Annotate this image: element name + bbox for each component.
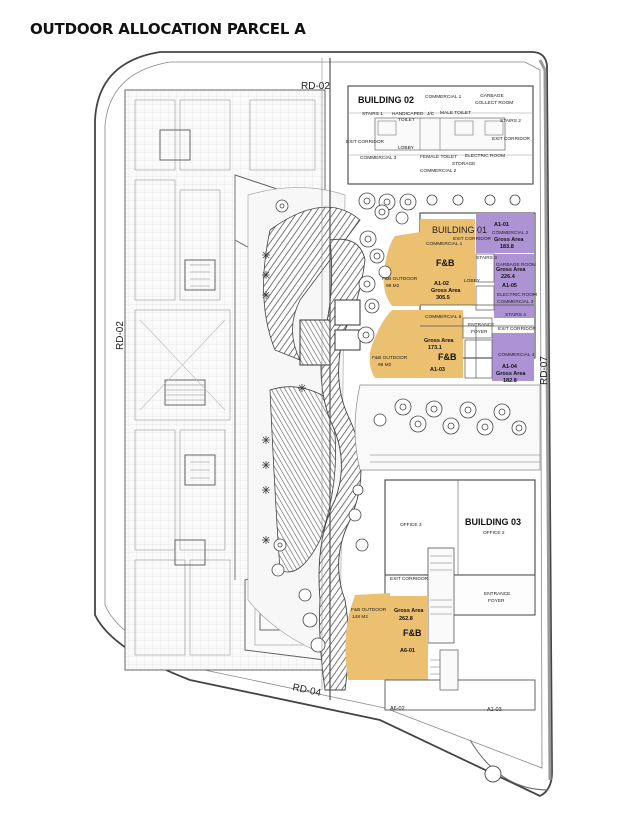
a102-area-label: Gross Area — [431, 288, 461, 294]
fnb-outdoor-a102 — [383, 232, 420, 306]
a104-area-label: Gross Area — [496, 371, 526, 377]
b01-stairs-3: STAIRS 3 — [476, 255, 497, 261]
b02-handicaped: HANDICAPED — [392, 111, 424, 117]
b01-foyer: FOYER — [471, 329, 488, 335]
a104-area: 182.8 — [503, 378, 517, 384]
b02-male-toilet: MALE TOILET — [440, 110, 471, 116]
label-group-a102: F&B A1-02 Gross Area 305.5 F&B OUTDOOR 9… — [382, 258, 461, 301]
b01-stairs-4: STAIRS 4 — [505, 312, 526, 318]
b02-exit-corridor-left: EXIT CORRIDOR — [346, 139, 385, 145]
a601-area-label: Gross Area — [394, 608, 424, 614]
b02-commercial-2: COMMERCIAL 2 — [420, 168, 457, 174]
b02-stairs-1: STAIRS 1 — [362, 111, 383, 117]
b01-entrance: ENTRANCE — [468, 322, 494, 328]
building-03-name: BUILDING 03 — [465, 517, 521, 527]
a102-use: F&B — [436, 258, 455, 268]
building-02 — [347, 85, 534, 211]
a601-outdoor-area: 148 M2 — [352, 614, 368, 620]
a102-outdoor: F&B OUTDOOR — [382, 276, 418, 282]
drive-court — [354, 384, 541, 471]
b02-lobby: LOBBY — [398, 145, 415, 151]
b03-foyer: FOYER — [488, 598, 505, 604]
a601-outdoor: F&B OUTDOOR — [351, 607, 387, 613]
a103-area-label: Gross Area — [424, 338, 454, 344]
a101-area-label: Gross Area — [494, 237, 524, 243]
a103-area: 173.1 — [428, 345, 442, 351]
b02-stairs-2: STAIRS 2 — [500, 118, 521, 124]
b02-electric-room: ELECTRIC ROOM — [465, 153, 505, 159]
label-group-a101: A1-01 COMMERCIAL 2 Gross Area 183.8 — [492, 222, 529, 250]
b01-lobby: LOBBY — [464, 278, 481, 284]
b03-exit-corridor: EXIT CORRIDOR — [390, 576, 429, 582]
building-01-name: BUILDING 01 — [432, 225, 487, 235]
unit-a104 — [492, 333, 534, 381]
a102-code: A1-02 — [434, 281, 449, 287]
b01-exit-corridor-top: EXIT CORRIDOR — [453, 236, 492, 242]
label-group-a105: Gross Area 226.4 A1-05 — [496, 267, 526, 289]
a105-area: 226.4 — [501, 274, 516, 280]
b02-commercial-3: COMMERCIAL 3 — [360, 155, 397, 161]
a101-sub: COMMERCIAL 2 — [492, 230, 529, 236]
building-02-name: BUILDING 02 — [358, 95, 414, 105]
b01-garbage-room: GARBAGE ROOM — [496, 262, 536, 268]
a601-use: F&B — [403, 628, 422, 638]
b02-jc: J/C — [427, 111, 435, 117]
a102-outdoor-area: 98 M2 — [386, 283, 400, 289]
unit-a105 — [494, 254, 534, 318]
b01-commercial-1: COMMERCIAL 1 — [426, 241, 463, 247]
b02-collect-room: COLLECT ROOM — [475, 100, 513, 106]
unit-a101 — [476, 213, 534, 253]
a101-area: 183.8 — [500, 244, 514, 250]
label-group-a601: F&B OUTDOOR 148 M2 Gross Area 262.8 F&B … — [351, 607, 424, 654]
a103-outdoor-area: 98 M2 — [378, 362, 392, 368]
unit-a102 — [420, 219, 475, 305]
a103-use: F&B — [438, 352, 457, 362]
building-01 — [357, 204, 536, 381]
unit-a601 — [390, 596, 428, 680]
fnb-outdoor-a103 — [369, 310, 420, 378]
b03-entrance: ENTRANCE — [484, 591, 510, 597]
building-03 — [345, 479, 536, 711]
a105-area-label: Gross Area — [496, 267, 526, 273]
b01-commercial-3: COMMERCIAL 3 — [497, 299, 534, 305]
label-group-a103: Gross Area 173.1 F&B A1-03 F&B OUTDOOR 9… — [372, 338, 457, 373]
road-label-rd02-top: RD-02 — [301, 81, 330, 92]
a103-outdoor: F&B OUTDOOR — [372, 355, 408, 361]
b01-electric-room: ELECTRIC ROOM — [497, 292, 537, 298]
b02-commercial-1: COMMERCIAL 1 — [425, 94, 462, 100]
b02-exit-corridor-right: EXIT CORRIDOR — [492, 136, 531, 142]
b03-office-2: OFFICE 2 — [483, 530, 505, 536]
b01-commercial-5: COMMERCIAL 5 — [425, 314, 462, 320]
b01-commercial-4: COMMERCIAL 4 — [498, 352, 535, 358]
fnb-outdoor-a601 — [345, 593, 390, 680]
road-label-rd02-left: RD-02 — [115, 321, 126, 350]
b02-female-toilet: FEMALE TOILET — [420, 154, 457, 160]
a105-code: A1-05 — [502, 283, 517, 289]
unit-a103 — [420, 310, 463, 378]
b02-toilet: TOILET — [398, 117, 415, 123]
a103-code: A1-03 — [430, 367, 445, 373]
a601-code: A6-01 — [400, 648, 415, 654]
b03-office-3: OFFICE 3 — [400, 522, 422, 528]
a102-area: 305.5 — [436, 295, 450, 301]
b01-exit-corridor-mid: EXIT CORRIDOR — [498, 326, 537, 332]
b02-garbage: GARBAGE — [480, 93, 504, 99]
road-label-rd07: RD-07 — [539, 356, 550, 385]
label-group-a104: A1-04 Gross Area 182.8 — [496, 364, 526, 384]
a104-code: A1-04 — [502, 364, 518, 370]
a602-code: A6-02 — [390, 706, 405, 712]
page-title: OUTDOOR ALLOCATION PARCEL A — [30, 20, 306, 38]
a603-code: A1-03 — [487, 707, 502, 713]
a101-code: A1-01 — [494, 222, 509, 228]
a601-area: 262.8 — [399, 616, 413, 622]
b02-storage: STORAGE — [452, 161, 475, 167]
